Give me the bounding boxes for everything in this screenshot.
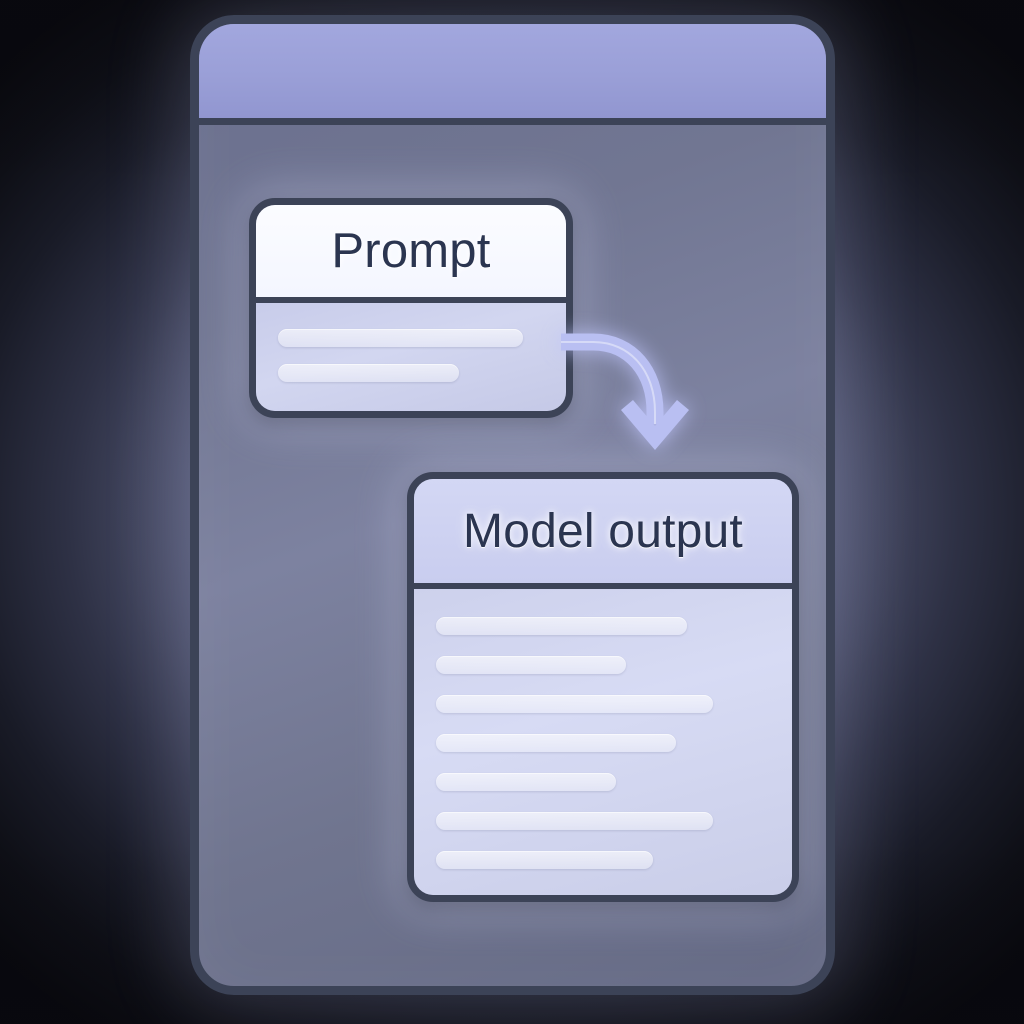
placeholder-line: [436, 851, 654, 869]
placeholder-line: [436, 656, 627, 674]
placeholder-line: [278, 329, 523, 347]
window-content-area: Prompt Model output: [199, 132, 826, 986]
placeholder-line: [278, 364, 459, 382]
flow-arrow-highlight: [561, 341, 656, 424]
prompt-card-body: [256, 303, 566, 411]
placeholder-line: [436, 617, 687, 635]
flow-arrow-head: [621, 400, 689, 450]
flow-arrow-icon: [561, 333, 689, 450]
prompt-card-header: Prompt: [256, 205, 566, 303]
app-window: Prompt Model output: [190, 15, 835, 995]
window-title-bar[interactable]: [199, 24, 826, 125]
placeholder-line: [436, 695, 714, 713]
model-output-card-header: Model output: [414, 479, 792, 589]
model-output-card[interactable]: Model output: [407, 472, 799, 902]
prompt-card-title: Prompt: [331, 224, 491, 278]
model-output-card-body: [414, 589, 792, 895]
flow-arrow-shaft: [561, 333, 664, 424]
placeholder-line: [436, 773, 617, 791]
prompt-card[interactable]: Prompt: [249, 198, 573, 418]
model-output-card-title: Model output: [463, 504, 743, 558]
placeholder-line: [436, 812, 714, 830]
placeholder-line: [436, 734, 677, 752]
